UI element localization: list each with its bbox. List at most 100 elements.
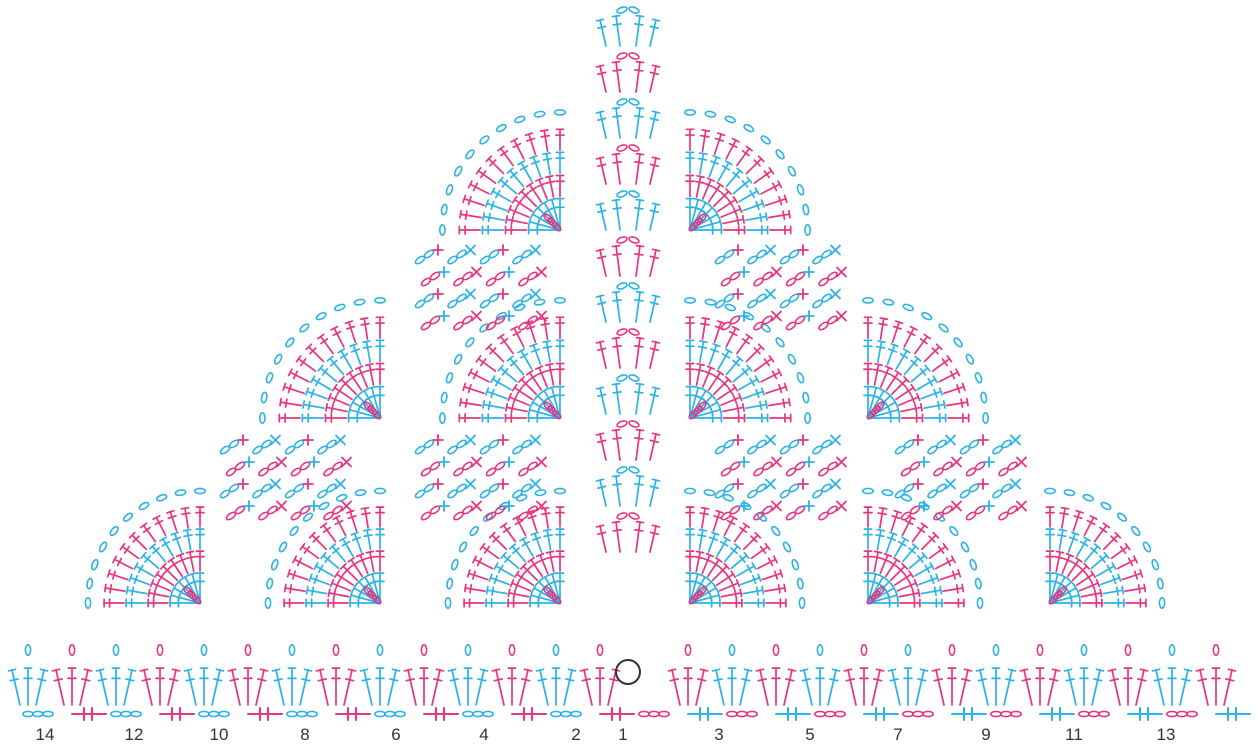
double-crochet-icon xyxy=(480,544,498,559)
double-crochet-icon xyxy=(351,532,361,552)
double-crochet-cross-icon xyxy=(336,436,345,445)
double-crochet-cross-icon xyxy=(277,458,286,467)
chain-stitch-oval-icon xyxy=(802,204,809,215)
double-crochet-icon xyxy=(944,599,964,607)
double-crochet-icon xyxy=(469,181,489,194)
double-crochet-icon xyxy=(556,129,564,150)
chain-stitch-oval-icon xyxy=(201,645,206,655)
double-crochet-icon xyxy=(347,511,357,531)
double-crochet-icon xyxy=(1046,507,1054,527)
double-crochet-icon xyxy=(463,195,484,205)
chain-stitch-oval-icon xyxy=(445,372,453,384)
row-label: 4 xyxy=(479,725,488,744)
double-crochet-icon xyxy=(1103,587,1123,595)
double-crochet-icon xyxy=(518,161,532,181)
double-crochet-icon xyxy=(597,387,606,414)
double-crochet-icon xyxy=(361,669,372,705)
double-crochet-icon xyxy=(686,317,694,338)
chain-stitch-oval-icon xyxy=(903,711,913,716)
double-crochet-icon xyxy=(1081,589,1101,598)
double-crochet-icon xyxy=(491,188,511,202)
chain-stitch-oval-icon xyxy=(659,711,669,716)
chain-stitch-oval-icon xyxy=(395,711,405,716)
double-crochet-icon xyxy=(24,668,32,705)
chain-stitch-oval-icon xyxy=(265,372,273,384)
double-crochet-icon xyxy=(709,344,720,365)
chain-stitch-oval-icon xyxy=(1213,645,1218,655)
double-crochet-icon xyxy=(747,226,768,234)
chain-stitch-oval-icon xyxy=(1177,711,1187,716)
chain-stitch-oval-icon xyxy=(555,298,565,303)
double-crochet-icon xyxy=(721,589,741,598)
double-crochet-icon xyxy=(491,376,511,390)
double-crochet-icon xyxy=(476,168,495,183)
double-crochet-cross-icon xyxy=(837,458,846,467)
chain-stitch-oval-icon xyxy=(25,645,30,655)
double-crochet-icon xyxy=(1036,668,1044,705)
chain-stitch-oval-icon xyxy=(453,165,463,177)
double-crochet-icon xyxy=(556,551,564,571)
double-crochet-icon xyxy=(608,669,619,705)
double-crochet-icon xyxy=(733,365,751,381)
double-crochet-icon xyxy=(1068,532,1078,552)
double-crochet-icon xyxy=(612,522,621,552)
double-crochet-icon xyxy=(650,203,659,230)
double-crochet-icon xyxy=(1101,574,1121,584)
double-crochet-icon xyxy=(1104,599,1124,607)
double-crochet-icon xyxy=(459,226,480,234)
double-crochet-icon xyxy=(755,168,774,183)
double-crochet-icon xyxy=(650,295,659,322)
chain-stitch-oval-icon xyxy=(86,578,93,589)
double-crochet-icon xyxy=(326,404,347,413)
chain-stitch-oval-icon xyxy=(1125,645,1130,655)
double-crochet-icon xyxy=(490,533,507,550)
chain-stitch-oval-icon xyxy=(799,598,804,608)
chain-stitch-oval-icon xyxy=(421,645,426,655)
double-crochet-icon xyxy=(283,383,304,393)
chain-stitch-oval-icon xyxy=(1037,645,1042,655)
chain-stitch-oval-icon xyxy=(787,165,797,177)
slip-bar-icon xyxy=(72,708,106,720)
slip-bar-icon xyxy=(600,708,634,720)
row-label: 3 xyxy=(714,725,723,744)
double-crochet-icon xyxy=(744,599,764,607)
chain-stitch-oval-icon xyxy=(1116,512,1127,523)
double-crochet-icon xyxy=(9,669,20,705)
chain-stitch-oval-icon xyxy=(805,413,810,423)
chain-stitch-oval-icon xyxy=(307,711,317,716)
double-crochet-icon xyxy=(761,369,781,382)
double-crochet-icon xyxy=(129,574,149,584)
double-crochet-icon xyxy=(709,156,720,177)
double-crochet-icon xyxy=(196,551,204,571)
double-crochet-icon xyxy=(311,376,331,390)
double-crochet-icon xyxy=(340,537,353,556)
chain-stitch-oval-icon xyxy=(195,488,205,493)
double-crochet-icon xyxy=(751,544,769,559)
double-crochet-icon xyxy=(97,669,108,705)
double-crochet-icon xyxy=(936,556,955,568)
double-crochet-icon xyxy=(1180,669,1191,705)
slip-bar-icon xyxy=(160,708,194,720)
single-crochet-plus-icon xyxy=(439,501,449,511)
double-crochet-icon xyxy=(186,551,195,571)
double-crochet-icon xyxy=(1080,668,1088,705)
slip-bar-icon xyxy=(864,708,898,720)
chain-stitch-oval-icon xyxy=(905,645,910,655)
chain-stitch-oval-icon xyxy=(98,541,108,553)
chain-stitch-oval-icon xyxy=(775,337,786,348)
double-crochet-icon xyxy=(713,669,724,705)
double-crochet-icon xyxy=(318,334,333,353)
double-crochet-cross-icon xyxy=(1011,480,1020,489)
slip-bar-icon xyxy=(688,708,722,720)
double-crochet-icon xyxy=(141,669,152,705)
chain-stitch-oval-icon xyxy=(156,494,168,502)
double-crochet-icon xyxy=(518,349,532,369)
double-crochet-cross-icon xyxy=(342,458,351,467)
double-crochet-icon xyxy=(635,200,644,230)
chain-stitch-oval-icon xyxy=(1081,645,1086,655)
double-crochet-icon xyxy=(757,669,768,705)
double-crochet-icon xyxy=(597,525,606,552)
chain-stitch-oval-icon xyxy=(315,311,327,321)
double-crochet-icon xyxy=(728,668,736,705)
chain-stitch-oval-icon xyxy=(1187,711,1197,716)
